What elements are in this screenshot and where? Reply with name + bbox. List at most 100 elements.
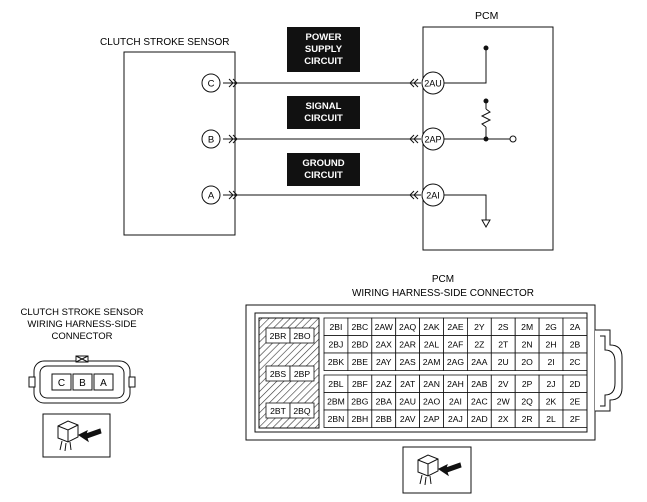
- sensor-title: CLUTCH STROKE SENSOR: [100, 37, 229, 48]
- pcm-pin-cell: 2B: [562, 335, 588, 354]
- svg-text:POWER: POWER: [306, 32, 342, 43]
- pcm-pin-cell: 2K: [538, 392, 564, 411]
- pcm-pin-cell: 2BE: [347, 352, 373, 371]
- pcm-pin-label: 2BM: [327, 397, 345, 407]
- pcm-connector-title-1: PCM: [432, 274, 454, 285]
- pcm-pin-label: 2BL: [328, 379, 344, 389]
- svg-text:2AI: 2AI: [426, 191, 440, 201]
- pcm-pin-cell: 2BK: [323, 352, 349, 371]
- pcm-pin-label: 2BP: [294, 369, 311, 379]
- sensor-connector-title-1: CLUTCH STROKE SENSOR: [21, 307, 144, 318]
- pcm-pin-label: 2M: [521, 322, 533, 332]
- svg-text:B: B: [208, 135, 214, 146]
- connector-view-icon: [42, 413, 111, 458]
- pcm-pin-cell: 2BA: [371, 392, 397, 411]
- pcm-pin-cell: 2T: [490, 335, 516, 354]
- pcm-pin-cell: 2BH: [347, 409, 373, 428]
- pcm-pin-cell: 2BM: [323, 392, 349, 411]
- pcm-pin-cell: 2V: [490, 374, 516, 393]
- pcm-pin-label: 2S: [498, 322, 509, 332]
- pcm-pin-label: 2BD: [351, 340, 368, 350]
- pcm-pin-label: 2AT: [400, 379, 416, 389]
- pcm-pin-label: 2P: [522, 379, 533, 389]
- pcm-pin-label: 2AF: [448, 340, 464, 350]
- pcm-pin-label: 2AW: [375, 322, 394, 332]
- pcm-pin-label: 2AK: [423, 322, 440, 332]
- pcm-pin-cell: 2BQ: [289, 402, 315, 419]
- pcm-pin-cell: 2AD: [466, 409, 492, 428]
- pcm-pin-cell: 2AT: [395, 374, 421, 393]
- pcm-pin-cell: 2BO: [289, 327, 315, 344]
- pcm-pin-cell: 2AL: [419, 335, 444, 354]
- pcm-pin-label: 2BG: [351, 397, 369, 407]
- pcm-pin-cell: 2E: [562, 392, 588, 411]
- pcm-pin-label: 2K: [546, 397, 557, 407]
- pcm-pin-cell: 2BP: [289, 365, 315, 382]
- circuit-label-power: POWER SUPPLY CIRCUIT: [287, 27, 360, 72]
- pcm-pin-cell: 2Z: [466, 335, 492, 354]
- pcm-pin-label: 2AN: [423, 379, 440, 389]
- pcm-pin-label: 2AB: [471, 379, 488, 389]
- pcm-pin-cell: 2AV: [395, 409, 421, 428]
- pcm-pin-label: 2E: [570, 397, 581, 407]
- pcm-pin-label: 2AX: [376, 340, 393, 350]
- pcm-pin-cell: 2AZ: [371, 374, 397, 393]
- pcm-pin-cell: 2N: [514, 335, 540, 354]
- pcm-pin-label: 2AC: [471, 397, 488, 407]
- pcm-pin-cell: 2AY: [371, 352, 397, 371]
- circuit-label-signal: SIGNAL CIRCUIT: [287, 96, 360, 129]
- pcm-pin-cell: 2R: [514, 409, 540, 428]
- pcm-pin-cell: 2P: [514, 374, 540, 393]
- pcm-pin-2au: 2AU: [421, 71, 445, 95]
- pcm-pin-cell: 2BG: [347, 392, 373, 411]
- pcm-pin-cell: 2A: [562, 317, 588, 336]
- pcm-pin-label: 2Z: [474, 340, 484, 350]
- pcm-pin-cell: 2AE: [443, 317, 468, 336]
- svg-text:CIRCUIT: CIRCUIT: [304, 113, 343, 124]
- pcm-pin-cell: 2BI: [323, 317, 349, 336]
- pcm-pin-cell: 2M: [514, 317, 540, 336]
- pcm-pin-label: 2AR: [399, 340, 416, 350]
- pcm-pin-label: 2AZ: [376, 379, 392, 389]
- pcm-pin-cell: 2BJ: [323, 335, 349, 354]
- circuit-label-ground: GROUND CIRCUIT: [287, 153, 360, 186]
- svg-text:GROUND: GROUND: [302, 158, 344, 169]
- pcm-connector-title-2: WIRING HARNESS-SIDE CONNECTOR: [352, 288, 534, 299]
- pcm-pin-cell: 2S: [490, 317, 516, 336]
- svg-text:2AP: 2AP: [424, 135, 441, 145]
- sensor-connector-pin-a: A: [93, 373, 114, 391]
- pcm-pin-label: 2F: [570, 414, 580, 424]
- pcm-pin-label: 2BC: [351, 322, 368, 332]
- svg-text:SUPPLY: SUPPLY: [305, 44, 343, 55]
- pcm-pin-cell: 2F: [562, 409, 588, 428]
- pcm-pin-cell: 2BN: [323, 409, 349, 428]
- pcm-pin-cell: 2AJ: [443, 409, 468, 428]
- pcm-pin-label: 2BK: [328, 357, 345, 367]
- pcm-pin-label: 2AL: [424, 340, 440, 350]
- pcm-pin-cell: 2X: [490, 409, 516, 428]
- pcm-pin-label: 2BR: [270, 331, 287, 341]
- svg-text:SIGNAL: SIGNAL: [306, 101, 342, 112]
- pcm-pin-label: 2AP: [423, 414, 440, 424]
- pcm-pin-cell: 2AN: [419, 374, 444, 393]
- sensor-pin-b: B: [201, 129, 221, 149]
- svg-text:CIRCUIT: CIRCUIT: [304, 56, 343, 67]
- pcm-pin-cell: 2AA: [466, 352, 492, 371]
- pcm-pin-cell: 2AO: [419, 392, 444, 411]
- pcm-pin-label: 2AJ: [448, 414, 463, 424]
- pcm-pin-label: 2I: [547, 357, 554, 367]
- pcm-pin-label: 2AD: [471, 414, 488, 424]
- wires: [223, 78, 421, 200]
- pcm-pin-cell: 2AF: [443, 335, 468, 354]
- pcm-pin-cell: 2U: [490, 352, 516, 371]
- pcm-pin-label: 2AH: [447, 379, 464, 389]
- pcm-pin-label: 2AA: [471, 357, 488, 367]
- svg-text:C: C: [208, 79, 215, 90]
- pcm-pin-label: 2BT: [270, 406, 287, 416]
- pcm-pin-label: 2J: [547, 379, 556, 389]
- pcm-pin-label: 2D: [569, 379, 580, 389]
- pcm-pin-cell: 2G: [538, 317, 564, 336]
- pcm-pin-label: 2BA: [376, 397, 393, 407]
- pcm-pin-label: 2G: [545, 322, 557, 332]
